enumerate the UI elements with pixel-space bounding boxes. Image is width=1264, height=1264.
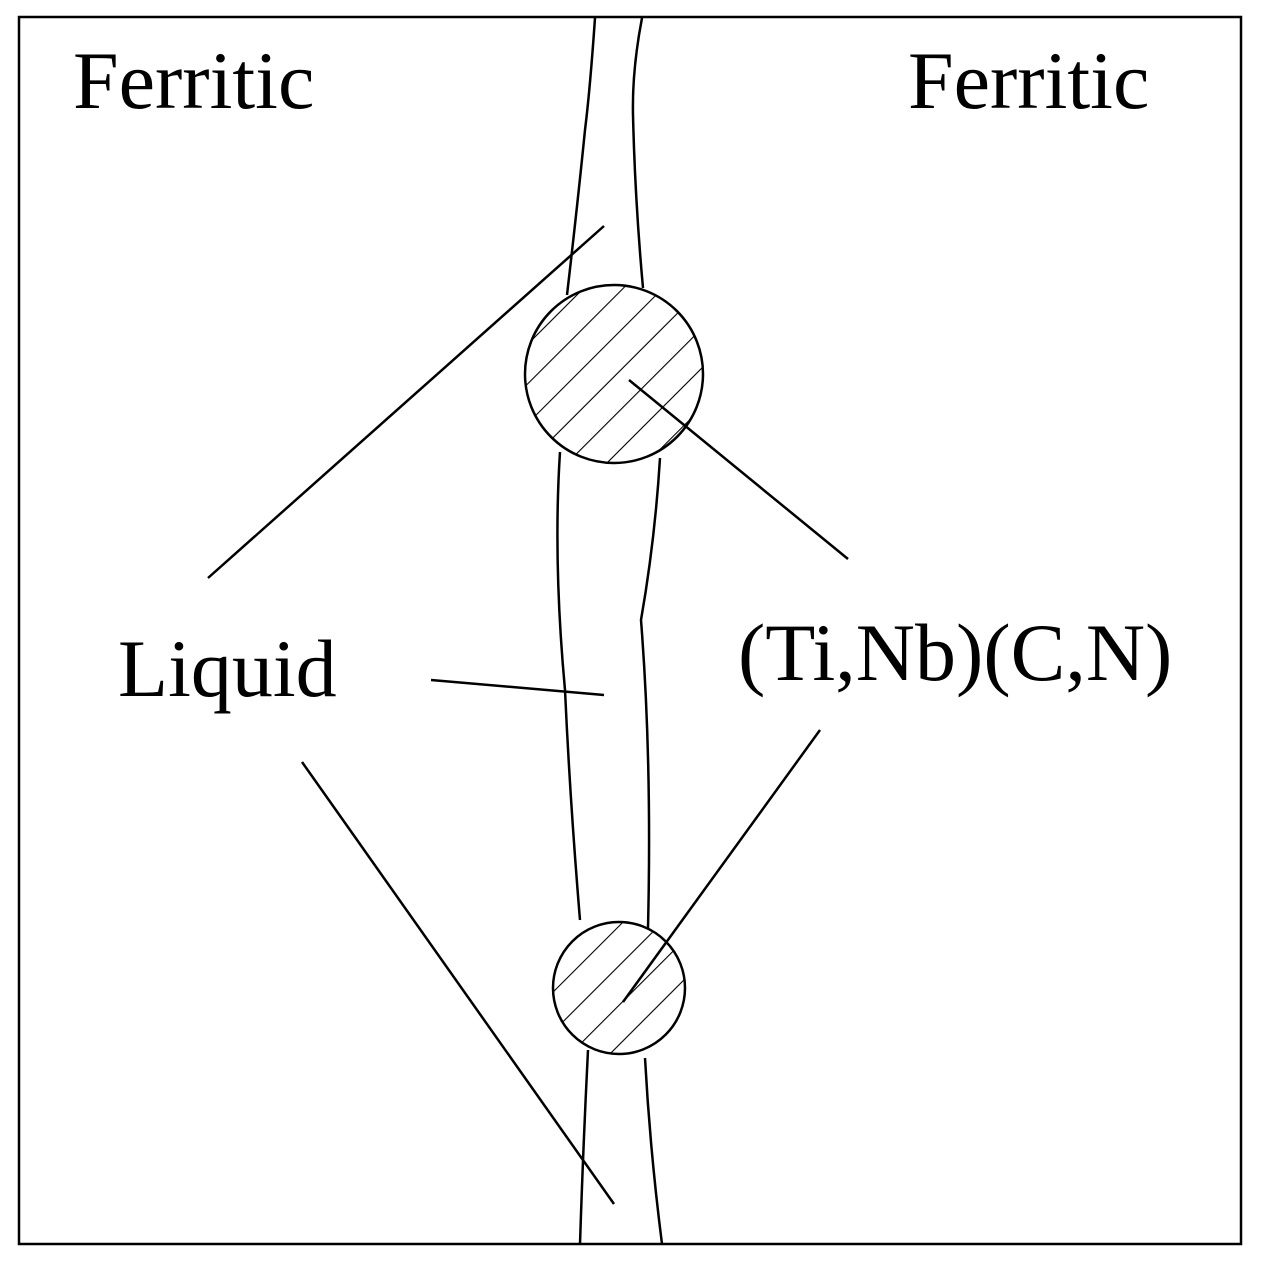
precipitate-leader-line-upper: [628, 379, 849, 560]
liquid-film-right-edge: [631, 17, 664, 1245]
ferritic-label-left: Ferritic: [73, 35, 314, 126]
precipitate-particle-upper: [523, 283, 705, 465]
precipitate-label: (Ti,Nb)(C,N): [738, 607, 1172, 698]
liquid-leader-line-lower: [300, 761, 616, 1205]
diagram-frame: [17, 15, 1243, 1246]
ferritic-label-right: Ferritic: [908, 35, 1149, 126]
precipitate-leader-line-lower: [621, 729, 822, 1003]
liquid-leader-line-middle: [430, 678, 605, 697]
liquid-label: Liquid: [118, 623, 337, 714]
liquid-film-left-edge: [556, 17, 597, 1245]
liquid-leader-line-upper: [207, 225, 605, 579]
precipitate-particle-lower: [551, 920, 687, 1056]
